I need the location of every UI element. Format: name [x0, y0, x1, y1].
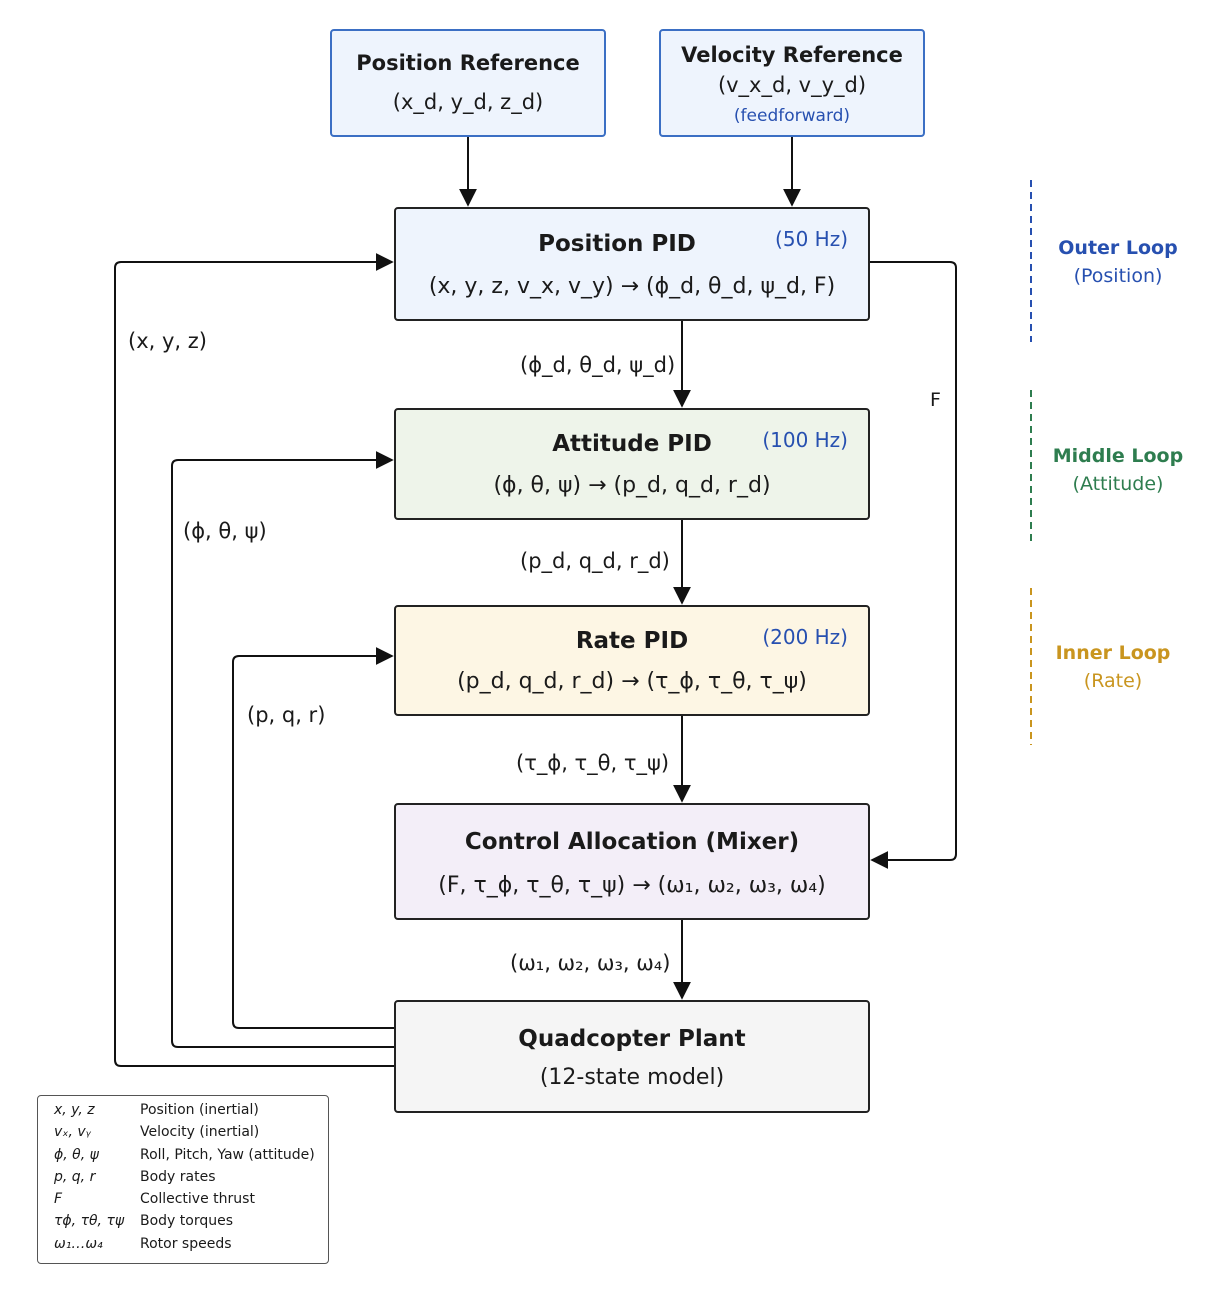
plant-subtitle: (12-state model)	[539, 1065, 725, 1090]
position-reference-title: Position Reference	[356, 51, 580, 75]
velocity-reference-title: Velocity Reference	[681, 43, 903, 67]
outer-loop-sub: (Position)	[1073, 265, 1163, 287]
edge-label-feedback-rate: (p, q, r)	[247, 703, 326, 727]
inner-loop-name: Inner Loop	[1055, 642, 1171, 664]
rate-pid-mapping: (p_d, q_d, r_d) → (τ_ϕ, τ_θ, τ_ψ)	[457, 669, 807, 694]
legend-row: p, q, r Body rates	[54, 1169, 328, 1191]
arrow-feedback-attitude	[171, 451, 394, 1048]
legend-desc: Collective thrust	[140, 1191, 255, 1208]
legend-symbol: F	[54, 1191, 63, 1208]
rate-pid-rate: (200 Hz)	[762, 625, 848, 649]
legend-symbol: ϕ, θ, ψ	[54, 1146, 99, 1163]
middle-loop-label: Middle Loop (Attitude)	[1046, 442, 1190, 498]
legend-row: ω₁…ω₄ Rotor speeds	[54, 1236, 328, 1258]
arrow-thrust-bypass	[870, 261, 957, 869]
symbol-legend: x, y, z Position (inertial) vₓ, vᵧ Velocit…	[37, 1095, 329, 1264]
attitude-pid-block: Attitude PID (100 Hz) (ϕ, θ, ψ) → (p_d, …	[394, 408, 870, 520]
plant-title: Quadcopter Plant	[518, 1026, 746, 1052]
mixer-mapping: (F, τ_ϕ, τ_θ, τ_ψ) → (ω₁, ω₂, ω₃, ω₄)	[438, 873, 826, 898]
outer-loop-name: Outer Loop	[1058, 237, 1178, 259]
position-pid-mapping: (x, y, z, v_x, v_y) → (ϕ_d, θ_d, ψ_d, F)	[428, 274, 836, 299]
arrow-feedback-position	[114, 253, 394, 1067]
legend-row: x, y, z Position (inertial)	[54, 1102, 328, 1124]
position-reference-block: Position Reference (x_d, y_d, z_d)	[330, 29, 606, 137]
rate-pid-title: Rate PID	[575, 628, 689, 654]
edge-label-rate-setpoint: (p_d, q_d, r_d)	[520, 549, 670, 573]
legend-row: F Collective thrust	[54, 1191, 328, 1213]
legend-row: ϕ, θ, ψ Roll, Pitch, Yaw (attitude)	[54, 1147, 328, 1169]
legend-symbol: vₓ, vᵧ	[54, 1124, 91, 1141]
legend-symbol: p, q, r	[54, 1168, 96, 1185]
legend-symbol: τϕ, τθ, τψ	[54, 1213, 125, 1230]
rate-pid-block: Rate PID (200 Hz) (p_d, q_d, r_d) → (τ_ϕ…	[394, 605, 870, 716]
legend-symbol: x, y, z	[54, 1102, 95, 1118]
legend-row: vₓ, vᵧ Velocity (inertial)	[54, 1124, 328, 1146]
middle-loop-name: Middle Loop	[1052, 445, 1184, 467]
legend-desc: Velocity (inertial)	[140, 1124, 260, 1141]
position-reference-signal: (x_d, y_d, z_d)	[392, 90, 544, 114]
position-pid-block: Position PID (50 Hz) (x, y, z, v_x, v_y)…	[394, 207, 870, 321]
middle-loop-sub: (Attitude)	[1072, 473, 1164, 495]
mixer-block: Control Allocation (Mixer) (F, τ_ϕ, τ_θ,…	[394, 803, 870, 920]
legend-symbol: ω₁…ω₄	[54, 1235, 103, 1252]
edge-label-feedback-attitude: (ϕ, θ, ψ)	[183, 519, 267, 543]
mixer-title: Control Allocation (Mixer)	[464, 829, 800, 855]
outer-loop-label: Outer Loop (Position)	[1046, 234, 1190, 290]
edge-label-thrust: F	[930, 389, 941, 411]
quadcopter-plant-block: Quadcopter Plant (12-state model)	[394, 1000, 870, 1113]
edge-label-torques: (τ_ϕ, τ_θ, τ_ψ)	[516, 751, 670, 775]
inner-loop-sub: (Rate)	[1083, 670, 1143, 692]
edge-label-feedback-position: (x, y, z)	[128, 329, 207, 353]
legend-desc: Body torques	[140, 1213, 234, 1230]
arrow-feedback-rate	[232, 647, 394, 1029]
edge-label-attitude-setpoint: (ϕ_d, θ_d, ψ_d)	[520, 353, 676, 377]
legend-desc: Body rates	[140, 1168, 216, 1185]
attitude-pid-rate: (100 Hz)	[762, 428, 848, 452]
legend-row: τϕ, τθ, τψ Body torques	[54, 1213, 328, 1235]
position-pid-title: Position PID	[538, 231, 696, 257]
legend-desc: Roll, Pitch, Yaw (attitude)	[140, 1146, 315, 1163]
position-pid-rate: (50 Hz)	[775, 227, 848, 251]
attitude-pid-mapping: (ϕ, θ, ψ) → (p_d, q_d, r_d)	[493, 473, 771, 498]
legend-desc: Rotor speeds	[140, 1235, 232, 1252]
velocity-reference-note: (feedforward)	[733, 106, 851, 126]
velocity-reference-block: Velocity Reference (v_x_d, v_y_d) (feedf…	[659, 29, 925, 137]
legend-desc: Position (inertial)	[140, 1102, 259, 1118]
velocity-reference-signal: (v_x_d, v_y_d)	[717, 73, 867, 97]
edge-label-rotor-speeds: (ω₁, ω₂, ω₃, ω₄)	[510, 951, 671, 975]
attitude-pid-title: Attitude PID	[552, 431, 712, 457]
inner-loop-label: Inner Loop (Rate)	[1041, 639, 1185, 695]
